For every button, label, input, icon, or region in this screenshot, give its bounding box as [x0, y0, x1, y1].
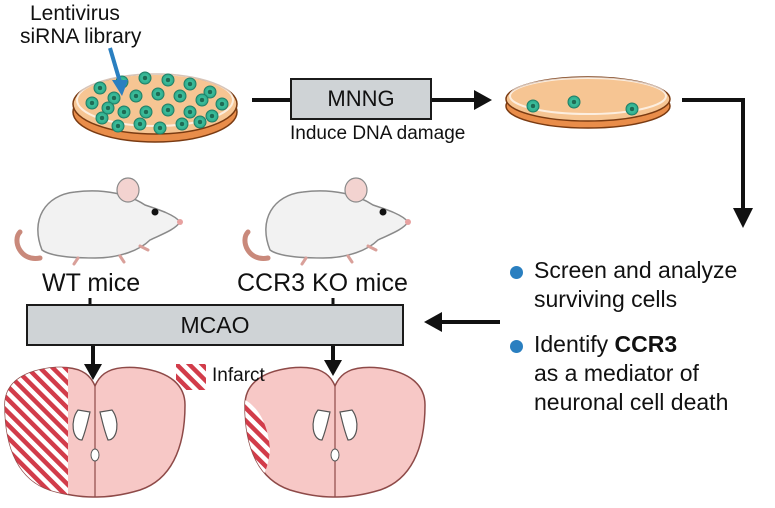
bullet2-line3: neuronal cell death — [534, 389, 729, 415]
cell-icon — [151, 87, 165, 101]
infarct-legend-label: Infarct — [212, 365, 265, 386]
petri-dish-surviving — [505, 76, 671, 129]
cell-icon — [153, 121, 167, 135]
cell-icon — [93, 81, 107, 95]
mcao-box: MCAO — [26, 304, 404, 346]
bullet1-line2: surviving cells — [534, 286, 678, 312]
cell-icon — [183, 105, 197, 119]
bullet2-gene: CCR3 — [614, 331, 678, 357]
cell-icon — [203, 85, 217, 99]
arrowhead-icon — [84, 364, 102, 380]
ccr3-ko-mice-label: CCR3 KO mice — [237, 269, 408, 297]
arrowhead-icon — [424, 312, 442, 332]
cell-icon — [133, 117, 147, 131]
arrowhead-icon — [733, 208, 753, 228]
arrowhead-icon — [324, 360, 342, 376]
wt-infarct-region — [5, 367, 68, 497]
cell-icon — [215, 97, 229, 111]
cell-icon — [567, 95, 581, 109]
cell-icon — [183, 77, 197, 91]
cell-icon — [101, 101, 115, 115]
bullet-dot-icon — [510, 340, 523, 353]
bullet-screen: Screen and analyze surviving cells — [510, 256, 737, 314]
cell-icon — [195, 93, 209, 107]
cell-icon — [161, 73, 175, 87]
ccr3-ko-brain-slice — [244, 366, 426, 498]
bullet-identify: Identify CCR3 as a mediator of neuronal … — [510, 330, 728, 417]
cell-icon — [193, 115, 207, 129]
mnng-label: MNNG — [327, 86, 395, 111]
petri-dish-library — [72, 71, 238, 143]
arrowhead-icon — [474, 90, 492, 110]
wt-mouse-icon — [14, 177, 183, 266]
cell-icon — [107, 91, 121, 105]
ccr3-ko-mouse-icon — [242, 177, 411, 266]
cell-icon — [95, 111, 109, 125]
cell-icon — [85, 96, 99, 110]
bullet1-line1: Screen and analyze — [534, 257, 738, 283]
bullet-dot-icon — [510, 266, 523, 279]
cell-icon — [205, 109, 219, 123]
treatment-caption: Induce DNA damage — [290, 123, 466, 144]
cell-icon — [175, 117, 189, 131]
cell-icon — [526, 99, 540, 113]
mnng-box: MNNG — [290, 78, 432, 120]
cell-icon — [129, 89, 143, 103]
library-label-line1: Lentivirus — [30, 2, 120, 25]
flow-elbow-arrow — [682, 98, 745, 210]
cell-icon — [173, 89, 187, 103]
mcao-label: MCAO — [180, 311, 250, 338]
cell-icon — [117, 105, 131, 119]
wt-brain-slice — [4, 366, 186, 498]
pointer-arrow-icon — [108, 47, 128, 96]
bullet2-prefix: Identify — [534, 331, 615, 357]
cell-icon — [138, 71, 152, 85]
infarct-legend-swatch — [176, 364, 206, 390]
cell-icon — [111, 119, 125, 133]
library-label-line2: siRNA library — [20, 25, 142, 48]
wt-mice-label: WT mice — [42, 269, 141, 297]
cell-icon — [161, 103, 175, 117]
cell-icon — [625, 102, 639, 116]
bullet2-line2: as a mediator of — [534, 360, 699, 386]
bullet2-line1: Identify CCR3 — [534, 330, 728, 359]
cell-icon — [139, 105, 153, 119]
